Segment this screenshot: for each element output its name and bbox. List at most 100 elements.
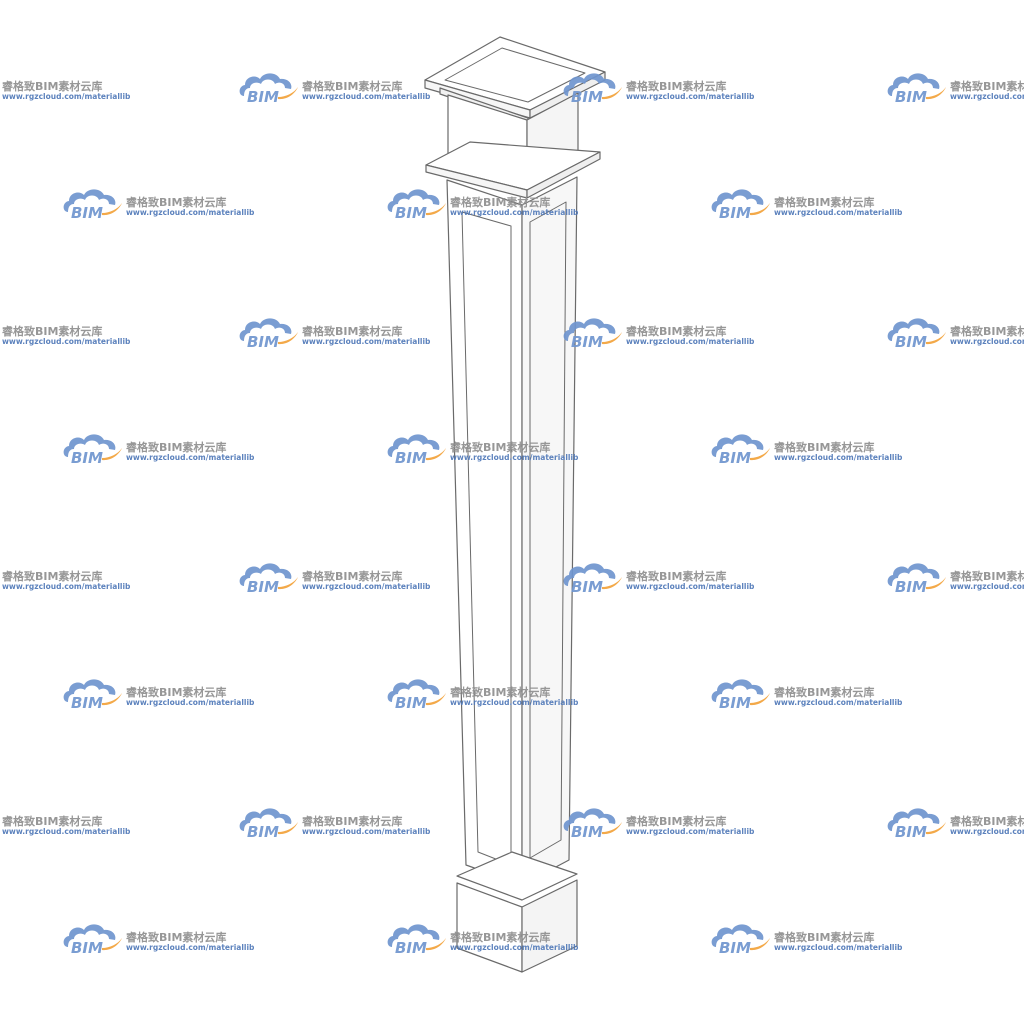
cloud-logo-icon: BIM [887,318,946,351]
cloud-logo-icon: BIM [387,189,446,222]
cloud-logo-icon: BIM [63,679,122,712]
watermark-title: 睿格致BIM素材云库 [126,931,227,944]
watermark: BIM睿格致BIM素材云库www.rgzcloud.com/materialli… [0,315,131,355]
watermark-title: 睿格致BIM素材云库 [2,325,103,338]
watermark-logo-text: BIM [719,939,751,957]
watermark-logo-text: BIM [895,333,927,351]
watermark-title: 睿格致BIM素材云库 [950,325,1024,338]
watermark-title: 睿格致BIM素材云库 [450,686,551,699]
watermark-url: www.rgzcloud.com/materiallib [302,582,431,591]
watermark-logo-text: BIM [247,333,279,351]
watermark-url: www.rgzcloud.com/materiallib [950,337,1024,346]
watermark-title: 睿格致BIM素材云库 [626,570,727,583]
watermark-url: www.rgzcloud.com/materiallib [2,582,131,591]
watermark-logo-text: BIM [719,204,751,222]
cloud-logo-icon: BIM [711,924,770,957]
watermark-url: www.rgzcloud.com/materiallib [626,827,755,836]
watermark-url: www.rgzcloud.com/materiallib [774,698,903,707]
watermark-url: www.rgzcloud.com/materiallib [2,92,131,101]
watermark-logo-text: BIM [895,88,927,106]
watermark-title: 睿格致BIM素材云库 [626,80,727,93]
watermark-logo-text: BIM [395,694,427,712]
watermark: BIM 睿格致BIM素材云库www.rgzcloud.com/materialli… [886,315,1024,355]
plinth-top-face [456,851,578,901]
watermark-url: www.rgzcloud.com/materiallib [774,453,903,462]
cloud-logo-icon: BIM [563,563,622,596]
watermark-logo-text: BIM [395,204,427,222]
watermark: BIM睿格致BIM素材云库www.rgzcloud.com/materialli… [0,805,130,845]
shaft-right-face [521,176,578,886]
watermark-logo-text: BIM [895,578,927,596]
watermark-logo-text: BIM [71,694,103,712]
cloud-logo-icon: BIM [63,434,122,467]
cloud-logo-icon: BIM [563,808,622,841]
band-right-side [526,151,601,199]
watermark-title: 睿格致BIM素材云库 [450,196,551,209]
watermark-logo-text: BIM [571,823,603,841]
plinth-right-face [521,879,578,973]
watermark-title: 睿格致BIM素材云库 [126,196,227,209]
watermark-title: 睿格致BIM素材云库 [450,931,551,944]
watermark-logo-text: BIM [719,449,751,467]
watermark-title: 睿格致BIM素材云库 [450,441,551,454]
watermark-title: 睿格致BIM素材云库 [302,570,403,583]
watermark-url: www.rgzcloud.com/materiallib [774,943,903,952]
watermark-logo-text: BIM [247,88,279,106]
cloud-logo-icon: BIM [387,434,446,467]
watermark-logo-text: BIM [571,333,603,351]
watermark-url: www.rgzcloud.com/materiallib [2,337,131,346]
watermark: BIM睿格致BIM素材云库www.rgzcloud.com/materialli… [0,70,131,110]
cloud-logo-icon: BIM [239,808,298,841]
shaft-right-panel [529,201,567,859]
watermark-title: 睿格致BIM素材云库 [2,815,103,828]
cloud-logo-icon: BIM [239,73,298,106]
cloud-logo-icon: BIM [563,318,622,351]
watermark-logo-text: BIM [247,823,279,841]
watermark-logo-text: BIM [247,578,279,596]
watermark-logo-text: BIM [895,823,927,841]
watermark-title: 睿格致BIM素材云库 [774,196,875,209]
watermark-title: 睿格致BIM素材云库 [2,80,103,93]
watermark-title: 睿格致BIM素材云库 [950,815,1024,828]
watermark-logo-text: BIM [571,88,603,106]
watermark-url: www.rgzcloud.com/materiallib [626,582,755,591]
watermark: BIM睿格致BIM素材云库www.rgzcloud.com/materialli… [886,70,1024,110]
watermark: BIM睿格致BIM素材云库www.rgzcloud.com/materialli… [0,560,131,600]
watermark-title: 睿格致BIM素材云库 [774,931,875,944]
cloud-logo-icon: BIM [239,563,298,596]
watermark-url: www.rgzcloud.com/materiallib [126,943,255,952]
watermark-logo-text: BIM [395,939,427,957]
watermark-title: 睿格致BIM素材云库 [302,325,403,338]
cap-inner-panel [444,47,586,103]
watermark-logo-text: BIM [719,694,751,712]
watermark-url: www.rgzcloud.com/materiallib [302,92,431,101]
watermark-url: www.rgzcloud.com/materiallib [450,943,579,952]
watermark-title: 睿格致BIM素材云库 [626,325,727,338]
cloud-logo-icon: BIM [887,808,946,841]
watermark-title: 睿格致BIM素材云库 [774,686,875,699]
watermark-title: 睿格致BIM素材云库 [302,80,403,93]
cloud-logo-icon: BIM [887,73,946,106]
watermark-logo-text: BIM [571,578,603,596]
cloud-logo-icon: BIM [563,73,622,106]
watermark-url: www.rgzcloud.com/materiallib [302,337,431,346]
watermark-url: www.rgzcloud.com/materiallib [302,827,431,836]
